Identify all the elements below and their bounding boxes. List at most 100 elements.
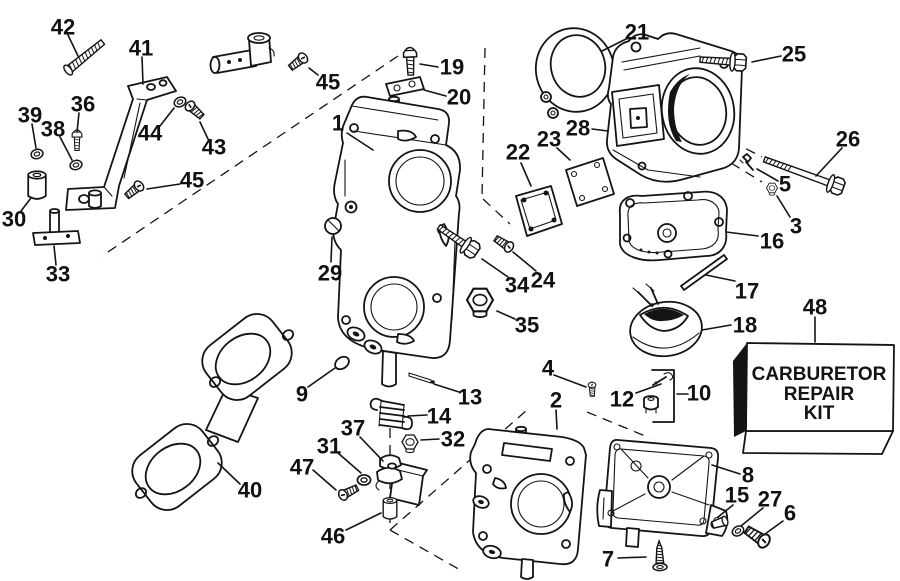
callout-leader-23 [556, 147, 571, 161]
callout-label-42: 42 [51, 15, 75, 40]
callout-leader-40 [217, 462, 241, 485]
part-47-screw [336, 482, 361, 503]
callout-label-7: 7 [602, 547, 614, 572]
callout-label-33: 33 [46, 262, 70, 287]
part-40-manifold-gasket [131, 313, 295, 511]
callout-label-9: 9 [296, 382, 308, 407]
part-13-needle [408, 372, 435, 384]
repair-kit-box: CARBURETOR REPAIR KIT [733, 342, 895, 455]
callout-leader-2 [555, 409, 558, 430]
part-24-screw [491, 232, 517, 255]
callout-leader-30 [20, 197, 32, 212]
part-18-float [629, 283, 703, 358]
callout-leader-28 [591, 128, 609, 132]
part-21-gasket-ring [534, 27, 616, 119]
part-17-float-pin [680, 254, 728, 291]
callout-label-26: 26 [836, 127, 860, 152]
part-31-washer [356, 474, 372, 486]
callout-label-38: 38 [41, 117, 65, 142]
part-36-screw [71, 129, 83, 152]
callout-leader-39 [31, 123, 37, 149]
part-42-stud-screw [61, 36, 108, 78]
callout-leader-8 [711, 464, 741, 475]
callout-leader-33 [53, 245, 57, 266]
callout-leader-42 [67, 34, 79, 57]
part-2-carburetor-body [469, 425, 587, 580]
callout-leader-46 [345, 512, 382, 531]
callout-10-bracket [651, 369, 675, 423]
callout-leader-20 [423, 89, 447, 97]
callout-label-14: 14 [427, 404, 452, 429]
part-43-screw [182, 98, 207, 122]
callout-leader-3 [776, 195, 791, 218]
part-6-drain-screw [741, 522, 774, 551]
callout-leader-12 [635, 383, 662, 394]
callout-label-1: 1 [332, 111, 344, 136]
callout-label-10: 10 [687, 381, 711, 406]
callout-leader-25 [751, 55, 782, 63]
callout-label-39: 39 [18, 103, 42, 128]
callout-label-20: 20 [447, 85, 471, 110]
callout-leader-45 [308, 67, 319, 76]
callout-leader-38 [59, 136, 73, 161]
part-19-screw [402, 46, 419, 76]
callout-leader-16 [725, 231, 759, 237]
part-5-needle-screw [739, 153, 754, 171]
callout-label-6: 6 [784, 501, 796, 526]
callout-label-16: 16 [760, 229, 784, 254]
callout-label-21: 21 [625, 20, 649, 45]
callout-leader-7 [617, 556, 647, 559]
part-33-lever-pin [32, 208, 81, 246]
callout-label-25: 25 [782, 42, 806, 67]
callout-label-15: 15 [725, 483, 749, 508]
callout-leader-13 [433, 383, 460, 393]
part-9-o-ring [334, 355, 350, 371]
callout-leader-15 [717, 504, 734, 518]
callout-label-22: 22 [506, 140, 530, 165]
repair-kit-text-line-2: REPAIR [784, 384, 855, 405]
part-41-bracket-arm [65, 76, 177, 211]
part-4-screw [587, 381, 597, 397]
part-22-diaphragm-plate [515, 185, 563, 237]
callout-label-46: 46 [321, 524, 345, 549]
part-45-screw-upper [286, 50, 311, 73]
callout-leader-9 [307, 367, 336, 388]
callout-label-47: 47 [290, 455, 314, 480]
repair-kit-text-line-3: KIT [804, 403, 835, 424]
callout-leader-34 [481, 258, 509, 278]
part-1-carburetor-body [332, 95, 461, 388]
part-28-carburetor-cover [606, 32, 743, 183]
callout-label-41: 41 [129, 36, 153, 61]
callout-leader-44 [159, 107, 175, 127]
part-39-washer [29, 147, 45, 161]
part-7-tapping-screw [651, 540, 668, 572]
part-23-check-valve-plate [565, 157, 615, 207]
part-inlet-needle [652, 372, 674, 386]
part-27-gasket-washer [729, 523, 747, 539]
part-16-bowl-gasket [618, 190, 728, 262]
callout-leader-37 [359, 436, 384, 462]
callout-leader-1 [346, 132, 374, 151]
callout-label-36: 36 [71, 92, 95, 117]
callout-label-43: 43 [202, 135, 226, 160]
part-38-washer [68, 158, 84, 172]
callout-leader-32 [420, 438, 440, 441]
callout-label-2: 2 [550, 388, 562, 413]
callout-label-44: 44 [138, 121, 163, 146]
part-37-float-hinge [375, 454, 428, 506]
callout-label-19: 19 [440, 55, 464, 80]
part-3-packing-nut [766, 182, 778, 196]
callout-label-5: 5 [779, 172, 791, 197]
callout-leader-31 [337, 452, 362, 474]
callout-label-8: 8 [742, 463, 754, 488]
callout-leader-18 [701, 324, 732, 331]
callout-leader-21 [601, 38, 627, 52]
callout-label-28: 28 [566, 116, 590, 141]
part-14-spring [369, 397, 413, 431]
callout-label-48: 48 [803, 295, 827, 320]
callout-label-18: 18 [733, 313, 757, 338]
callout-label-13: 13 [458, 385, 482, 410]
callout-label-45: 45 [316, 70, 340, 95]
